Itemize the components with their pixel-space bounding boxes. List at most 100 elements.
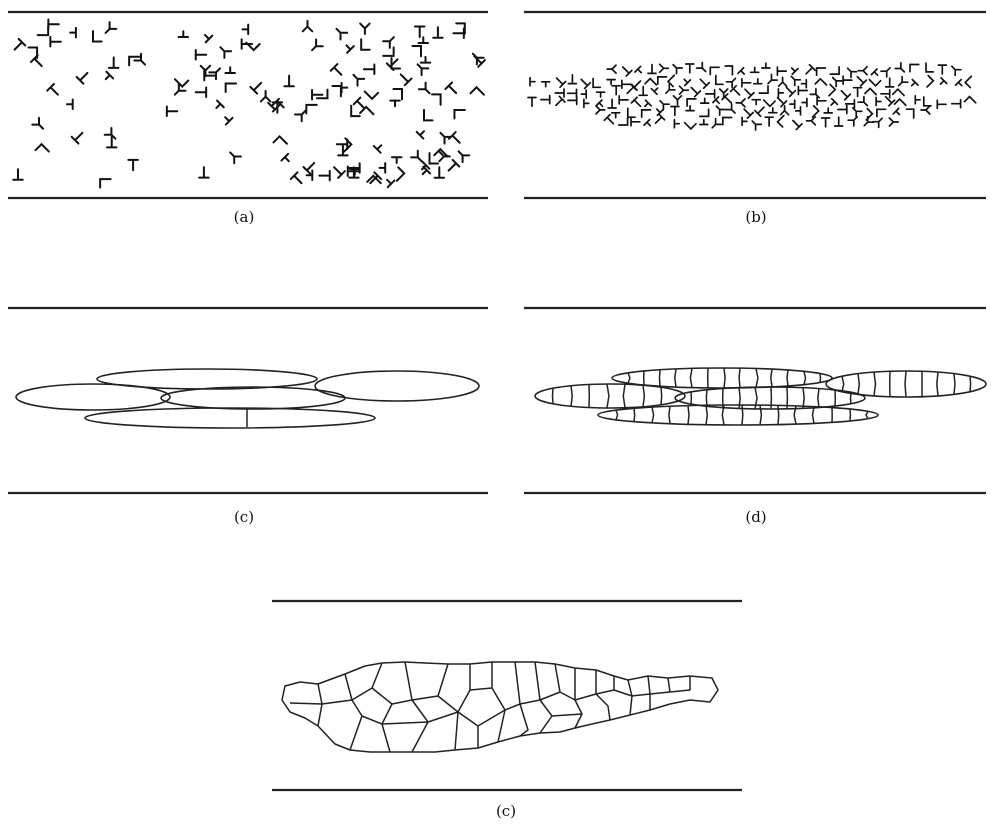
molecule-icon bbox=[810, 89, 822, 101]
molecule-icon bbox=[762, 63, 770, 68]
panel-d-wall bbox=[813, 407, 815, 424]
molecule-icon bbox=[628, 108, 635, 117]
molecule-icon bbox=[35, 144, 48, 157]
molecule-icon bbox=[790, 118, 802, 130]
panel-d-wall bbox=[706, 390, 707, 406]
molecule-icon bbox=[949, 63, 961, 75]
molecule-icon bbox=[642, 110, 651, 117]
molecule-icon bbox=[802, 99, 807, 107]
panel-d-wall bbox=[756, 369, 758, 388]
molecule-icon bbox=[681, 76, 690, 85]
molecule-icon bbox=[331, 164, 345, 178]
panel-d-label: (d) bbox=[745, 508, 766, 526]
molecule-icon bbox=[838, 106, 847, 114]
molecule-icon bbox=[822, 118, 830, 127]
molecule-icon bbox=[680, 86, 689, 94]
molecule-icon bbox=[635, 66, 644, 75]
panel-d-wall bbox=[553, 388, 554, 404]
molecule-icon bbox=[824, 84, 835, 95]
panel-d-wall bbox=[937, 372, 938, 396]
molecule-icon bbox=[612, 86, 620, 95]
panel-c-ellipse bbox=[315, 371, 479, 401]
molecule-icon bbox=[360, 24, 370, 34]
panel-d-wall bbox=[623, 384, 625, 408]
molecule-icon bbox=[453, 29, 463, 39]
molecule-icon bbox=[100, 179, 110, 188]
molecule-icon bbox=[421, 57, 431, 63]
panel-d-wall bbox=[905, 371, 906, 397]
molecule-icon bbox=[342, 83, 348, 93]
molecule-icon bbox=[417, 128, 428, 139]
molecule-icon bbox=[713, 103, 725, 115]
molecule-icon bbox=[873, 115, 885, 127]
panel-e-label: (c) bbox=[496, 802, 516, 820]
molecule-icon bbox=[706, 90, 715, 98]
molecule-icon bbox=[445, 160, 459, 174]
panel-d-wall bbox=[858, 374, 859, 395]
molecule-icon bbox=[742, 86, 754, 98]
molecule-icon bbox=[723, 118, 732, 125]
panel-d-wall bbox=[690, 368, 692, 387]
panel-d-wall bbox=[771, 369, 772, 387]
molecule-icon bbox=[243, 25, 249, 35]
molecule-icon bbox=[802, 80, 807, 88]
molecule-icon bbox=[530, 78, 535, 86]
molecule-icon bbox=[915, 96, 920, 104]
molecule-icon bbox=[807, 106, 818, 117]
molecule-icon bbox=[697, 62, 709, 74]
molecule-icon bbox=[777, 67, 786, 75]
molecule-icon bbox=[38, 27, 48, 36]
molecule-icon bbox=[374, 142, 385, 153]
molecule-icon bbox=[631, 118, 640, 126]
panel-a-molecules bbox=[11, 20, 485, 190]
molecule-icon bbox=[619, 118, 628, 125]
molecule-icon bbox=[102, 22, 116, 36]
panel-d-wall bbox=[874, 372, 876, 396]
molecule-icon bbox=[686, 64, 694, 73]
molecule-icon bbox=[759, 86, 768, 93]
molecule-icon bbox=[217, 44, 231, 58]
molecule-icon bbox=[854, 74, 866, 86]
molecule-icon bbox=[765, 74, 777, 86]
molecule-icon bbox=[788, 74, 800, 86]
panel-d-wall bbox=[660, 370, 661, 387]
panel-d-wall bbox=[675, 369, 676, 387]
molecule-icon bbox=[775, 95, 787, 107]
molecule-icon bbox=[67, 99, 73, 109]
molecule-icon bbox=[607, 80, 615, 85]
molecule-icon bbox=[333, 25, 347, 39]
molecule-icon bbox=[657, 98, 669, 110]
panel-d-wall bbox=[688, 406, 689, 425]
molecule-icon bbox=[877, 109, 886, 116]
molecule-icon bbox=[910, 65, 919, 72]
molecule-icon bbox=[196, 88, 206, 98]
molecule-icon bbox=[726, 104, 738, 116]
panel-d-wall bbox=[628, 373, 630, 383]
molecule-icon bbox=[226, 84, 236, 93]
molecule-icon bbox=[741, 106, 753, 118]
molecule-icon bbox=[881, 65, 893, 77]
molecule-icon bbox=[858, 67, 867, 75]
molecule-icon bbox=[848, 114, 860, 126]
molecule-icon bbox=[861, 117, 873, 129]
molecule-icon bbox=[620, 64, 632, 76]
molecule-icon bbox=[952, 100, 961, 108]
molecule-icon bbox=[433, 27, 443, 37]
molecule-icon bbox=[351, 106, 360, 116]
panel-c: (c) bbox=[8, 308, 488, 526]
molecule-icon bbox=[597, 92, 605, 97]
molecule-icon bbox=[701, 98, 709, 103]
panel-c-label: (c) bbox=[234, 508, 254, 526]
molecule-icon bbox=[291, 172, 305, 186]
molecule-icon bbox=[553, 96, 565, 108]
molecule-icon bbox=[303, 21, 313, 31]
molecule-icon bbox=[261, 91, 271, 101]
molecule-icon bbox=[779, 77, 787, 86]
panel-d-wall bbox=[820, 374, 821, 383]
molecule-icon bbox=[909, 79, 918, 88]
panel-b: (b) bbox=[524, 12, 986, 226]
molecule-icon bbox=[449, 132, 463, 146]
molecule-icon bbox=[584, 99, 589, 107]
panel-d-wall bbox=[739, 388, 740, 409]
molecule-icon bbox=[742, 79, 751, 87]
